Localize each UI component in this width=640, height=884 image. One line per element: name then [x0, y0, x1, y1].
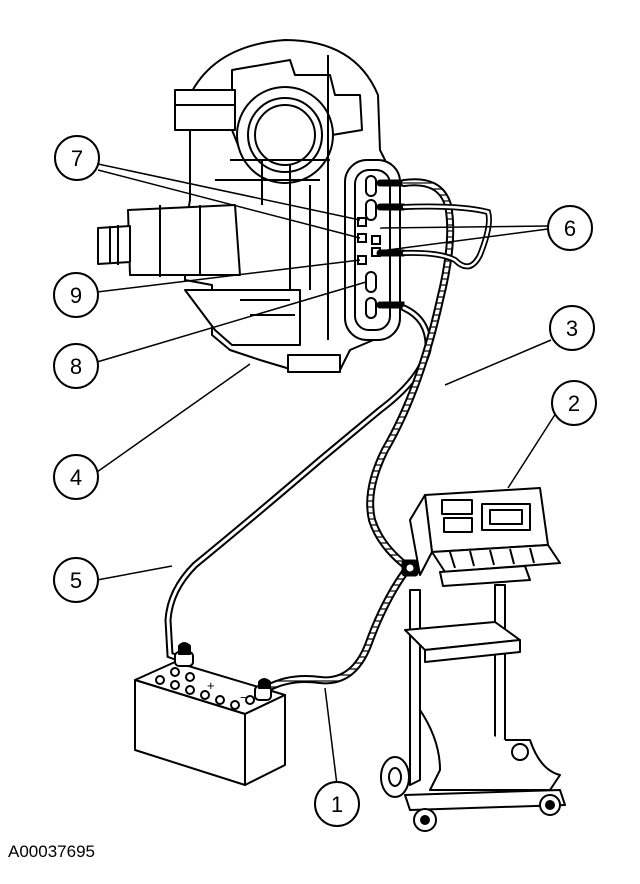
battery-negative-label: −: [240, 690, 248, 705]
callout-4-label: 4: [70, 465, 82, 490]
callout-9: 9: [53, 272, 99, 318]
callout-3-label: 3: [566, 316, 578, 341]
callout-7-label: 7: [71, 146, 83, 171]
callout-8: 8: [53, 343, 99, 389]
callout-1-label: 1: [331, 792, 343, 817]
battery-positive-label: +: [207, 678, 215, 693]
battery: [134, 642, 286, 786]
callout-2-label: 2: [568, 391, 580, 416]
callout-9-label: 9: [70, 283, 82, 308]
callout-4: 4: [53, 454, 99, 500]
harness-connector: [401, 559, 419, 577]
callout-6: 6: [547, 205, 593, 251]
engine-assembly: [97, 39, 386, 373]
callout-1: 1: [314, 781, 360, 827]
callout-7: 7: [54, 135, 100, 181]
callout-2: 2: [551, 380, 597, 426]
callout-8-label: 8: [70, 354, 82, 379]
leader-lines: [96, 163, 557, 786]
tester-cart: [380, 487, 566, 832]
callout-6-label: 6: [564, 216, 576, 241]
cable-1: [264, 568, 409, 692]
callout-5: 5: [53, 557, 99, 603]
callout-5-label: 5: [70, 568, 82, 593]
figure-id: A00037695: [8, 842, 95, 861]
callout-3: 3: [549, 305, 595, 351]
